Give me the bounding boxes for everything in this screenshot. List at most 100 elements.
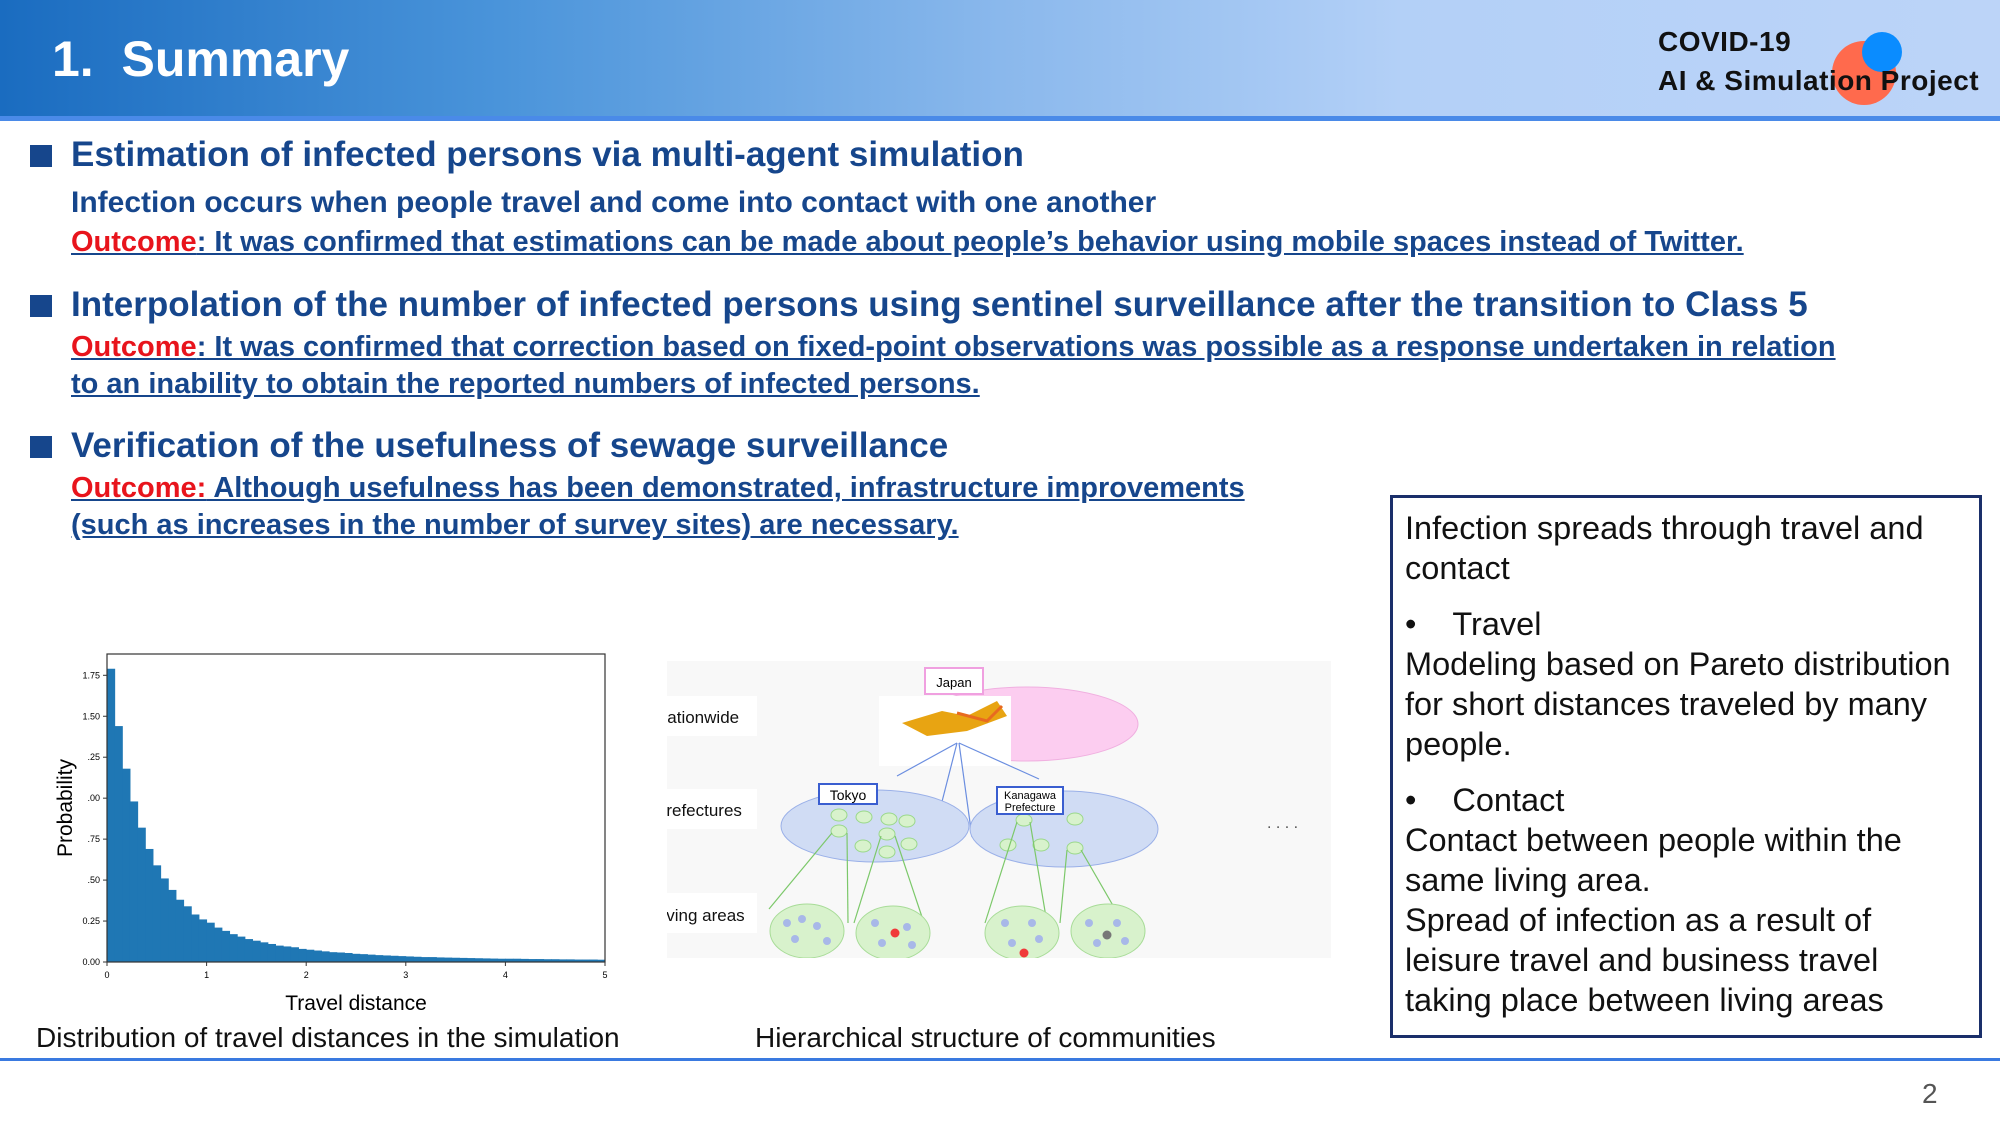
histogram-bar [237, 936, 246, 962]
histogram-bar [566, 959, 575, 962]
histogram-bar [275, 945, 284, 962]
recovered-person-icon [1102, 930, 1112, 940]
histogram-bar [152, 865, 162, 962]
section-heading: Estimation of infected persons via multi… [71, 135, 1024, 174]
y-tick-label: 0.25 [82, 916, 100, 926]
histogram-bar [175, 899, 185, 962]
tokyo-label: Tokyo [830, 787, 867, 803]
level-prefectures: Prefectures [667, 801, 742, 820]
travel-title: Travel [1452, 606, 1542, 642]
footer-divider [0, 1058, 2000, 1061]
y-tick-label: 1.75 [82, 670, 100, 680]
page-number: 2 [1922, 1078, 1938, 1109]
project-logo: COVID-19 AI & Simulation Project [1655, 20, 1995, 105]
info-travel-title: • Travel [1405, 604, 1967, 644]
histogram-bar [306, 949, 315, 962]
histogram-bar [505, 958, 514, 962]
section-heading: Interpolation of the number of infected … [71, 285, 1808, 324]
x-tick-label: 1 [204, 970, 209, 980]
kanagawa-label: Kanagawa [1004, 790, 1057, 802]
infected-person-icon [1019, 948, 1029, 958]
info-contact-text-2: Spread of infection as a result of leisu… [1405, 902, 1884, 1018]
histogram-bar [329, 952, 338, 962]
bullet-square-icon [30, 145, 52, 167]
histogram-bar [398, 956, 407, 962]
diagram-caption: Hierarchical structure of communities [755, 1022, 1216, 1053]
histogram-bar [313, 950, 322, 962]
section-heading: Verification of the usefulness of sewage… [71, 426, 949, 465]
histogram-bar [122, 768, 131, 962]
histogram-bar [290, 947, 299, 962]
more-ellipsis: . . . . [1267, 815, 1298, 832]
bullet: • [1405, 606, 1417, 642]
logo-line-1: COVID-19 [1658, 26, 1792, 57]
page-title: 1. Summary [52, 31, 350, 87]
histogram-bar [428, 957, 437, 962]
section-outcome: Outcome: It was confirmed that estimatio… [71, 226, 1744, 259]
histogram-bar [168, 889, 177, 962]
section-outcome: Outcome: It was confirmed that correctio… [71, 331, 1836, 364]
histogram-bar [206, 922, 215, 962]
histogram-bar [489, 958, 499, 962]
histogram-bar [198, 919, 208, 962]
histogram-bar [421, 957, 430, 962]
histogram-bar [352, 953, 361, 962]
level-nationwide: Nationwide [667, 708, 739, 727]
histogram-bar [283, 946, 292, 962]
histogram-bar [252, 940, 261, 962]
logo-blue-circle-icon [1862, 32, 1902, 72]
histogram-bar [581, 959, 591, 962]
plot-frame [106, 653, 606, 963]
histogram-bar [375, 955, 384, 962]
histogram-bar [321, 951, 330, 962]
histogram-bar [260, 942, 269, 962]
histogram-bar [444, 957, 453, 962]
info-intro: Infection spreads through travel and con… [1405, 510, 1924, 586]
outcome-text: : It was confirmed that estimations can … [196, 226, 1744, 258]
japan-label: Japan [936, 675, 971, 690]
section-outcome: Outcome: Although usefulness has been de… [71, 472, 1245, 505]
people-icons [783, 915, 1129, 949]
histogram-bar [459, 957, 468, 962]
x-tick-label: 3 [403, 970, 408, 980]
section-outcome-cont: to an inability to obtain the reported n… [71, 368, 980, 400]
japan-network-image [902, 701, 1007, 736]
infected-person-icon [890, 928, 900, 938]
header-banner [0, 0, 2000, 117]
header-divider [0, 116, 2000, 121]
histogram-bar [474, 958, 483, 962]
level-living-areas: Living areas [667, 906, 745, 925]
kanagawa-label-2: Prefecture [1005, 802, 1056, 814]
bullet-square-icon [30, 295, 52, 317]
info-box: Infection spreads through travel and con… [1390, 495, 1982, 1038]
histogram-bar [367, 954, 376, 962]
histogram-bar [574, 959, 583, 962]
x-tick-label: 4 [503, 970, 508, 980]
info-contact-text-1: Contact between people within the same l… [1405, 822, 1902, 898]
y-tick-label: .25 [87, 752, 100, 762]
histogram-bar [466, 958, 476, 962]
y-tick-label: .75 [87, 834, 100, 844]
info-contact-title: • Contact [1405, 780, 1967, 820]
histogram-bar [129, 801, 139, 962]
histogram-bar [382, 955, 391, 962]
bullet-square-icon [30, 436, 52, 458]
histogram-bar [183, 906, 192, 962]
y-tick-label: .50 [87, 875, 100, 885]
histogram-bar [221, 930, 231, 962]
histogram-bar [145, 848, 154, 962]
y-tick-label: 0.00 [82, 957, 100, 967]
histogram-bar [191, 914, 200, 962]
histogram-bar [543, 959, 552, 962]
histogram-bar [267, 943, 277, 962]
bullet: • [1405, 782, 1417, 818]
histogram-bar [589, 959, 598, 962]
x-tick-label: 5 [602, 970, 607, 980]
histogram-bar [114, 726, 123, 962]
histogram-bar [482, 958, 491, 962]
histogram-bar [551, 959, 560, 962]
contact-title: Contact [1452, 782, 1565, 818]
histogram-bar [244, 939, 254, 962]
histogram-bar [298, 948, 307, 962]
